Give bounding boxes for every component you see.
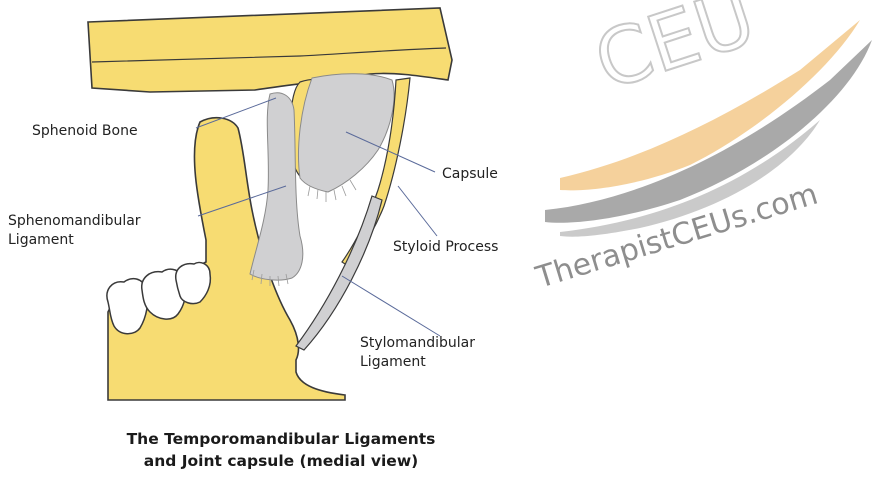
leader-sphenoid [196, 98, 276, 128]
label-stylomandibular-line1: Stylomandibular [360, 335, 475, 351]
caption-line1: The Temporomandibular Ligaments [127, 430, 436, 448]
leader-styloid [398, 186, 437, 236]
sphenomandibular-ligament [250, 93, 303, 280]
label-sphenomandibular-line1: Sphenomandibular [8, 213, 141, 229]
caption-line2: and Joint capsule (medial view) [144, 452, 418, 470]
label-stylomandibular-line2: Ligament [360, 354, 426, 370]
leader-stylomandibular [342, 276, 440, 336]
joint-capsule [299, 74, 395, 192]
stylomandibular-ligament [296, 196, 382, 350]
label-capsule: Capsule [442, 166, 498, 182]
watermark: CEU TherapistCEUs.com [531, 0, 872, 296]
label-sphenoid-bone: Sphenoid Bone [32, 123, 138, 139]
watermark-arc-letters: CEU [585, 0, 766, 108]
label-sphenomandibular-line2: Ligament [8, 232, 74, 248]
label-styloid-process: Styloid Process [393, 239, 498, 255]
